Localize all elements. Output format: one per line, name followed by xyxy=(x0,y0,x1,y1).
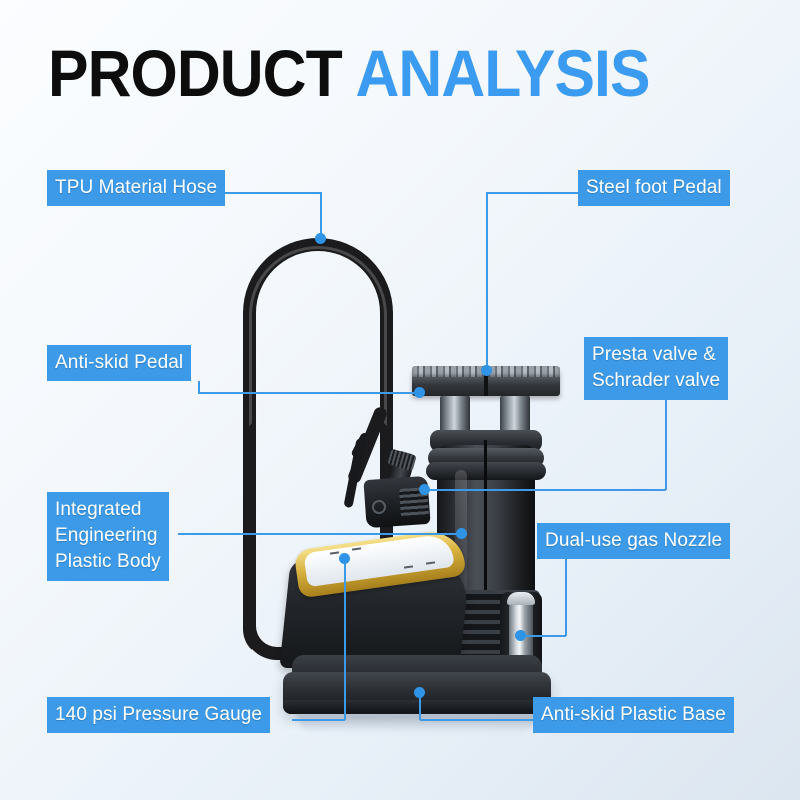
leader-line-anti-skid-pedal-horizontal xyxy=(198,392,419,394)
leader-line-nozzle-horizontal xyxy=(525,635,566,637)
leader-line-plastic-body-horizontal xyxy=(178,533,461,535)
leader-line-base-horizontal xyxy=(420,719,534,721)
leader-dot-dual-use-gas-nozzle xyxy=(515,630,526,641)
leader-line-valve-horizontal xyxy=(424,489,666,491)
callout-label-tpu-material-hose[interactable]: TPU Material Hose xyxy=(47,170,226,206)
barrel-seam xyxy=(484,440,487,635)
valve-side-dial xyxy=(372,500,386,514)
callout-label-dual-use-gas-nozzle[interactable]: Dual-use gas Nozzle xyxy=(537,523,731,559)
page-title-part-2: ANALYSIS xyxy=(355,36,650,110)
leader-line-gauge-vertical xyxy=(344,560,346,720)
leader-dot-tpu-hose xyxy=(315,233,326,244)
leader-line-tpu-horizontal xyxy=(217,192,321,194)
base-bottom-lip xyxy=(283,700,551,714)
leader-dot-pressure-gauge xyxy=(339,553,350,564)
leader-line-valve-vertical xyxy=(665,400,667,490)
leader-line-tpu-vertical xyxy=(320,192,322,240)
pedal-center-slot xyxy=(484,366,488,396)
callout-label-anti-skid-pedal[interactable]: Anti-skid Pedal xyxy=(47,345,192,381)
leader-line-anti-skid-pedal-vertical xyxy=(198,381,200,394)
page-title-part-1: PRODUCT xyxy=(48,36,356,110)
leader-line-nozzle-vertical xyxy=(565,559,567,636)
callout-label-anti-skid-plastic-base[interactable]: Anti-skid Plastic Base xyxy=(533,697,734,733)
leader-line-steel-pedal-horizontal xyxy=(486,192,579,194)
callout-label-plastic-body[interactable]: Integrated Engineering Plastic Body xyxy=(47,492,169,581)
leader-dot-plastic-body xyxy=(456,528,467,539)
callout-label-pressure-gauge[interactable]: 140 psi Pressure Gauge xyxy=(47,697,271,733)
leader-line-gauge-horizontal xyxy=(292,719,345,721)
callout-label-steel-foot-pedal[interactable]: Steel foot Pedal xyxy=(578,170,730,206)
base-reflection xyxy=(297,714,537,734)
callout-label-presta-schrader-valve[interactable]: Presta valve & Schrader valve xyxy=(584,337,729,400)
page-title: PRODUCT ANALYSIS xyxy=(48,40,710,106)
gas-nozzle-cap xyxy=(507,592,535,605)
leader-dot-presta-schrader-valve xyxy=(419,484,430,495)
leader-dot-anti-skid-pedal xyxy=(414,387,425,398)
leader-dot-anti-skid-plastic-base xyxy=(414,687,425,698)
leader-line-base-vertical xyxy=(419,692,421,720)
tpu-hose-highlight xyxy=(249,246,387,426)
leader-line-steel-pedal-vertical xyxy=(486,192,488,370)
leader-dot-steel-foot-pedal xyxy=(481,365,492,376)
